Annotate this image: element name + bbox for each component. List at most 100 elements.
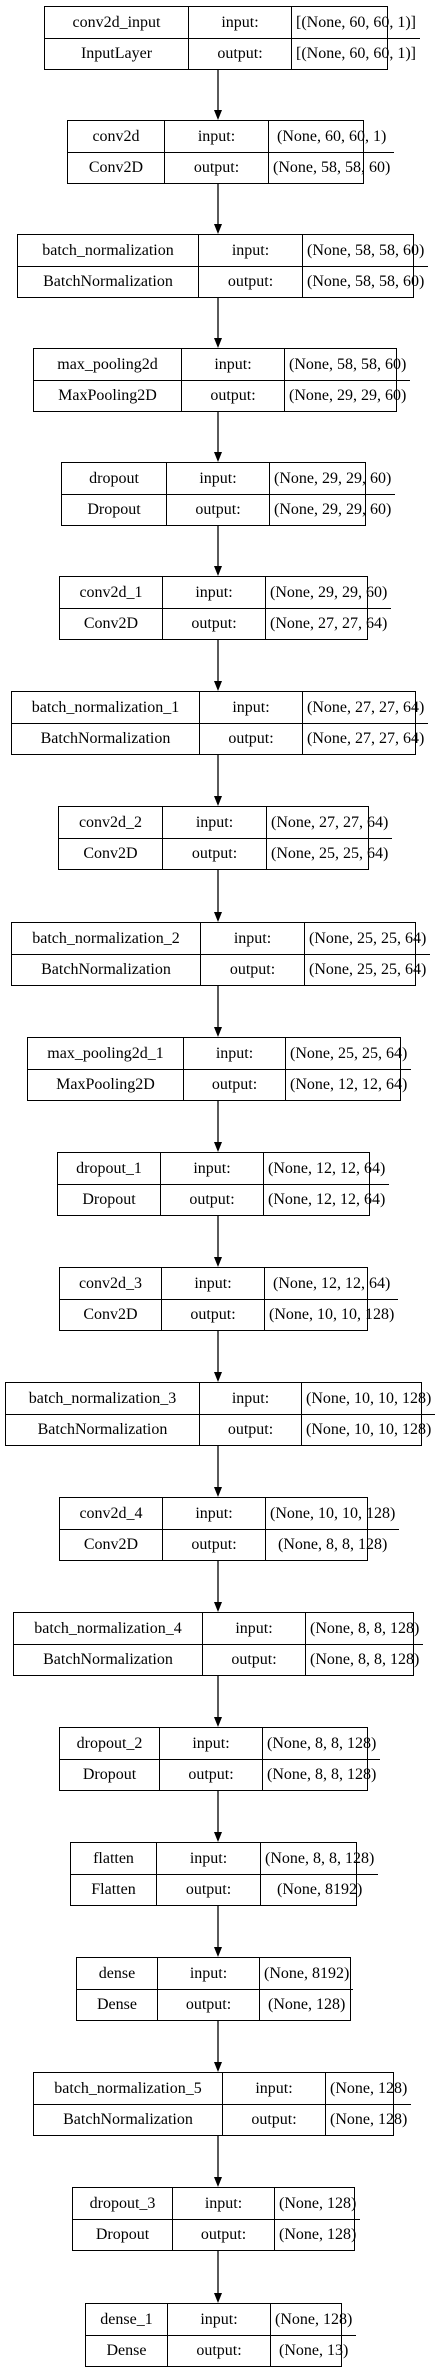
input-label: input: xyxy=(172,2188,274,2219)
layer-node-batch-normalization-5: batch_normalization_5 input:(None, 128) Ba… xyxy=(33,2072,412,2136)
output-shape: (None, 58, 58, 60) xyxy=(302,267,428,297)
input-shape: (None, 128) xyxy=(325,2073,411,2104)
output-label: output: xyxy=(199,724,302,754)
layer-type: Flatten xyxy=(91,1881,136,1898)
arrow-head xyxy=(214,912,222,922)
input-label: input: xyxy=(161,1268,264,1299)
input-label: input: xyxy=(222,2073,325,2104)
input-shape: (None, 128) xyxy=(274,2188,360,2219)
input-label: input: xyxy=(200,923,304,954)
layer-type: Conv2D xyxy=(83,1536,139,1553)
output-label: output: xyxy=(222,2105,325,2135)
output-label: output: xyxy=(159,1760,262,1790)
input-label: input: xyxy=(162,577,265,608)
layer-type: BatchNormalization xyxy=(37,1421,168,1438)
layer-output-row: Flatten output:(None, 8192) xyxy=(71,1874,379,1905)
input-shape: (None, 27, 27, 64) xyxy=(266,807,392,838)
output-shape: (None, 8192) xyxy=(260,1875,378,1905)
input-label: input: xyxy=(164,121,268,152)
layer-output-row: Conv2D output:(None, 8, 8, 128) xyxy=(60,1529,400,1560)
input-shape: (None, 29, 29, 60) xyxy=(269,463,395,494)
arrow-head xyxy=(214,1142,222,1152)
arrow-head xyxy=(214,1372,222,1382)
output-label: output: xyxy=(162,839,266,869)
layer-type: BatchNormalization xyxy=(63,2111,193,2128)
layer-type: BatchNormalization xyxy=(43,273,173,290)
input-shape: [(None, 60, 60, 1)] xyxy=(291,7,420,38)
output-shape: (None, 13) xyxy=(270,2336,356,2366)
input-shape: (None, 58, 58, 60) xyxy=(284,349,410,380)
output-label: output: xyxy=(162,1530,265,1560)
input-shape: (None, 60, 60, 1) xyxy=(268,121,394,152)
layer-name: batch_normalization_3 xyxy=(28,1389,177,1407)
layer-type: Conv2D xyxy=(88,159,144,176)
output-label: output: xyxy=(167,2336,270,2366)
arrow-head xyxy=(214,2062,222,2072)
layer-type: Dense xyxy=(106,2342,147,2359)
layer-name: max_pooling2d_1 xyxy=(47,1044,164,1062)
output-shape: (None, 8, 8, 128) xyxy=(265,1530,399,1560)
layer-type: BatchNormalization xyxy=(43,1651,173,1668)
layer-name: conv2d xyxy=(92,127,140,145)
arrow-head xyxy=(214,1027,222,1037)
layer-name: dropout xyxy=(89,469,139,487)
output-shape: (None, 10, 10, 128) xyxy=(301,1415,435,1445)
output-label: output: xyxy=(156,1875,260,1905)
output-shape: (None, 128) xyxy=(259,1990,353,2020)
input-shape: (None, 8, 8, 128) xyxy=(260,1843,378,1874)
layer-name: dense xyxy=(98,1964,136,1982)
input-shape: (None, 8192) xyxy=(259,1958,353,1989)
layer-name: batch_normalization_1 xyxy=(31,698,180,716)
input-label: input: xyxy=(181,349,284,380)
arrow-head xyxy=(214,224,222,234)
arrow-head xyxy=(214,566,222,576)
layer-type: MaxPooling2D xyxy=(56,1076,155,1093)
layer-name: batch_normalization_4 xyxy=(34,1619,182,1637)
output-shape: (None, 27, 27, 64) xyxy=(265,609,391,639)
layer-input-row: dropout input:(None, 29, 29, 60) xyxy=(62,463,395,494)
arrow-head xyxy=(214,1947,222,1957)
input-label: input: xyxy=(159,1728,262,1759)
layer-name: batch_normalization_5 xyxy=(54,2079,202,2097)
layer-input-row: conv2d input:(None, 60, 60, 1) xyxy=(68,121,394,152)
input-label: input: xyxy=(166,463,269,494)
output-label: output: xyxy=(162,609,265,639)
input-shape: (None, 29, 29, 60) xyxy=(265,577,391,608)
output-shape: (None, 29, 29, 60) xyxy=(269,495,395,525)
layer-name: flatten xyxy=(93,1849,134,1867)
input-label: input: xyxy=(199,1383,301,1414)
output-shape: (None, 8, 8, 128) xyxy=(305,1645,423,1675)
layer-type: Dense xyxy=(97,1996,137,2013)
layer-name: batch_normalization_2 xyxy=(32,929,180,947)
